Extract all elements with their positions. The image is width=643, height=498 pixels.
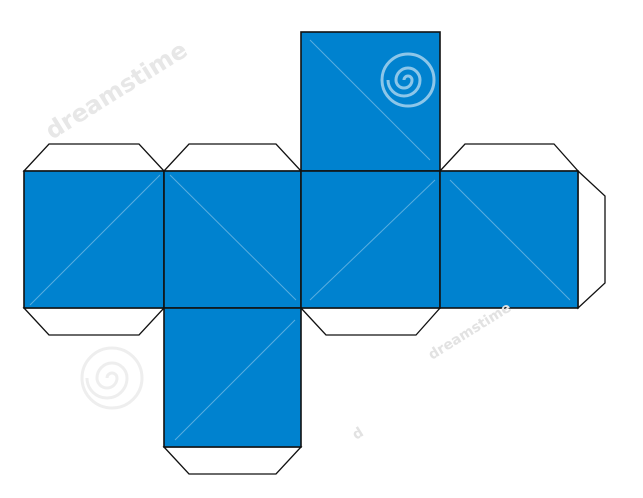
glue-tab-top-center-left: [162, 143, 303, 172]
watermark-mark-small: d: [350, 425, 367, 444]
glue-tab-right-side: [577, 169, 606, 310]
glue-tab-bottom-left: [22, 307, 166, 336]
face-right: [439, 170, 579, 309]
face-top: [300, 31, 441, 172]
face-bottom: [163, 307, 302, 448]
glue-tab-top-left: [22, 143, 166, 172]
glue-tab-top-right: [438, 143, 580, 172]
watermark-lines: [29, 39, 571, 441]
watermark-spiral-logo-top: [380, 52, 436, 108]
glue-tab-bottom: [162, 446, 303, 475]
glue-tab-bottom-center-right: [299, 307, 442, 336]
face-center-left: [163, 170, 302, 309]
face-left: [23, 170, 165, 309]
watermark-spiral-logo-bottom: [80, 346, 144, 410]
face-center-right: [300, 170, 441, 309]
watermark-brand-top: dreamstime: [40, 36, 192, 145]
